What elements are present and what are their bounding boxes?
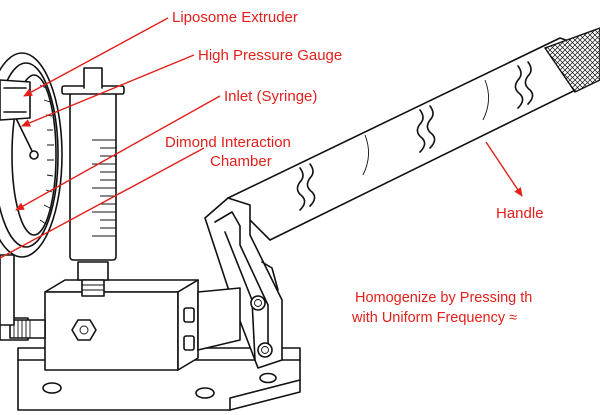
leader-liposome-extruder <box>23 17 169 97</box>
label-inlet: Inlet (Syringe) <box>224 88 317 105</box>
label-handle: Handle <box>496 205 544 222</box>
syringe-inlet <box>61 67 125 297</box>
lever-bracket <box>204 197 283 369</box>
leader-lines <box>0 17 523 259</box>
interaction-chamber-block <box>44 279 241 371</box>
leader-inlet <box>15 95 221 211</box>
leader-pressure-gauge <box>21 54 195 127</box>
label-pressure-gauge: High Pressure Gauge <box>198 47 342 64</box>
label-chamber-line2: Chamber <box>210 153 272 170</box>
liposome-extruder <box>0 79 31 121</box>
leader-handle <box>485 141 523 197</box>
hex-bolt <box>71 319 97 341</box>
handle-grip <box>543 27 600 93</box>
label-liposome-extruder: Liposome Extruder <box>172 9 298 26</box>
caption-line1: Homogenize by Pressing th <box>355 290 532 306</box>
leader-interaction-chamber <box>0 147 205 259</box>
caption-line2: with Uniform Frequency ≈ <box>351 310 517 326</box>
handle <box>227 27 600 241</box>
label-chamber-line1: Dimond Interaction <box>165 134 291 151</box>
